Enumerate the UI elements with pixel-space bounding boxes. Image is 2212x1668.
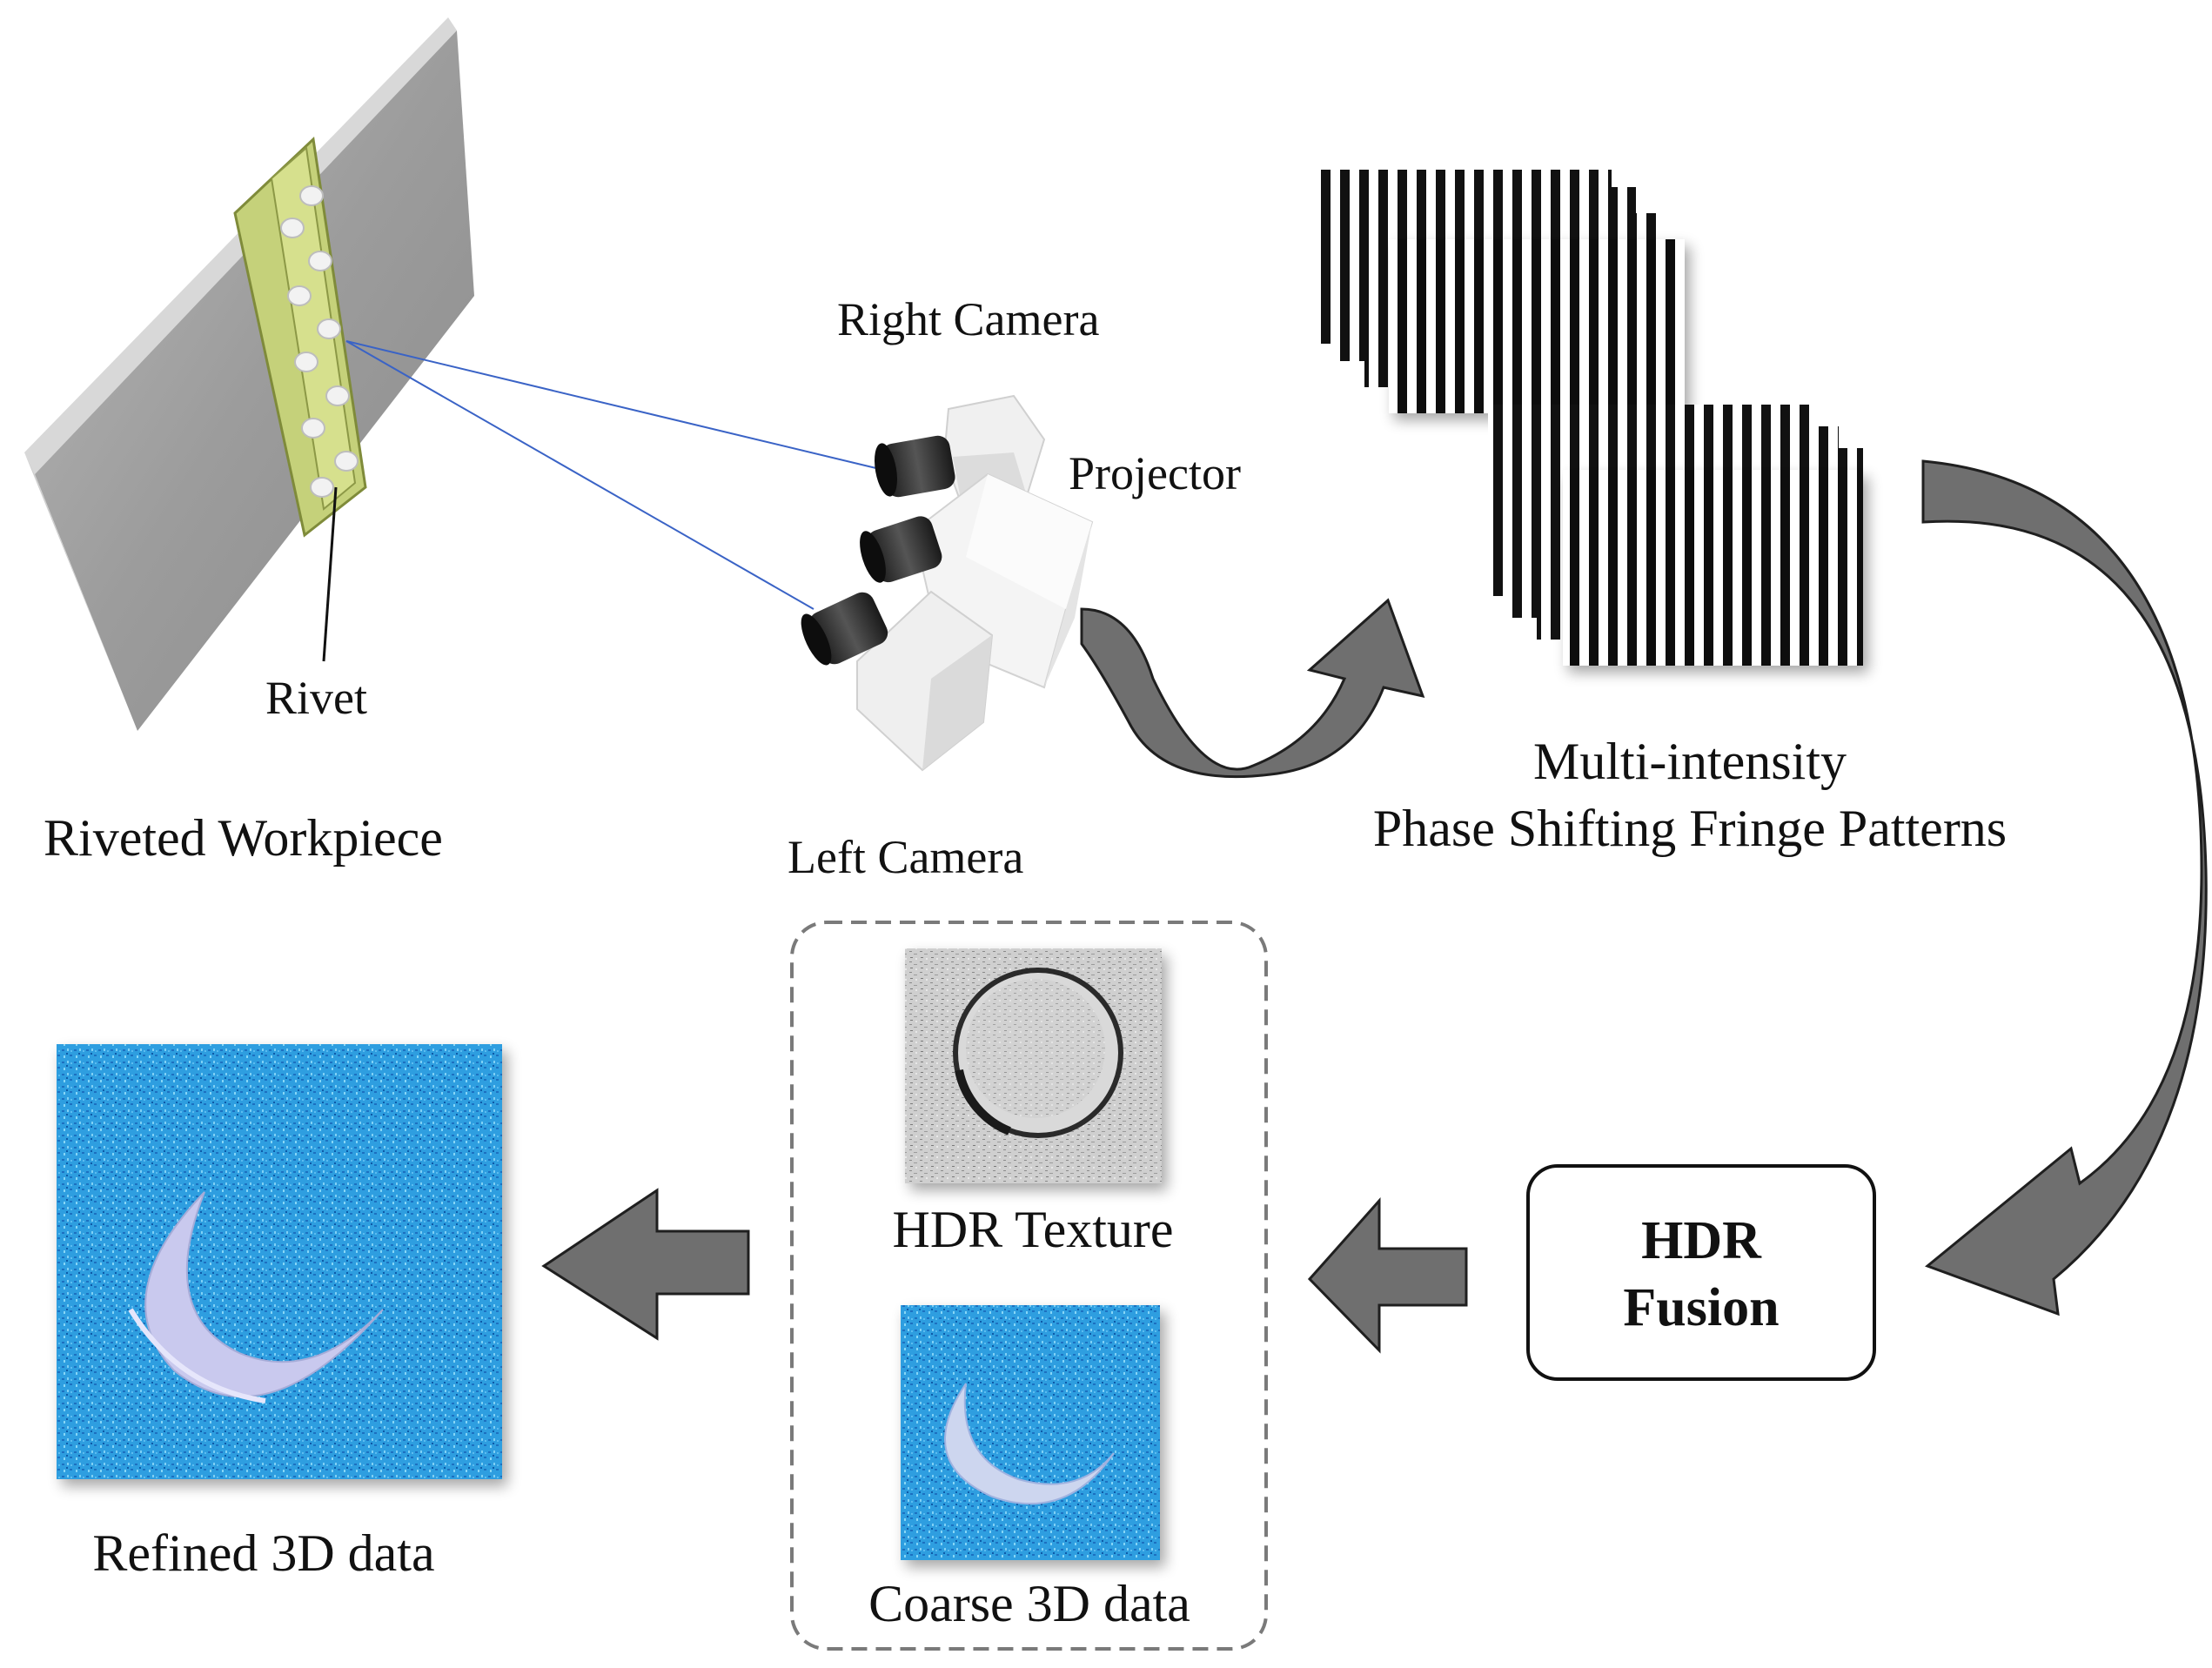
laser-line-left: [345, 340, 814, 610]
coarse-3d-label: Coarse 3D data: [868, 1575, 1190, 1632]
laser-line-right: [345, 340, 884, 471]
hdr-fusion-label-line1: HDR: [1641, 1211, 1761, 1270]
coarse-point-cloud-icon: [901, 1305, 1160, 1560]
right-camera-label: Right Camera: [837, 293, 1100, 345]
fringe-stack-top: [1316, 170, 1685, 413]
fringe-stack-bottom: [1488, 405, 1863, 666]
arrow-results-to-refined: [541, 1188, 750, 1341]
arrow-fusion-to-results: [1307, 1197, 1468, 1354]
plate-front: [35, 30, 474, 731]
curved-arrow-to-patterns: [1080, 598, 1425, 779]
hdr-fusion-box: [1526, 1164, 1876, 1381]
hdr-texture-label: HDR Texture: [892, 1201, 1174, 1258]
rivet-label: Rivet: [265, 672, 367, 724]
refined-3d-label: Refined 3D data: [92, 1524, 435, 1582]
results-container: [790, 921, 1268, 1651]
camera-projector-icon: [801, 394, 1094, 772]
left-camera-lens: [801, 592, 888, 666]
right-camera-lens: [875, 435, 955, 498]
fringe-pattern-icon: [1316, 170, 1863, 666]
rivet-heads: [280, 185, 359, 498]
hdr-fusion-label-line2: Fusion: [1623, 1278, 1780, 1337]
workpiece-icon: [24, 17, 474, 731]
projector-lens: [860, 516, 942, 583]
left-camera-label: Left Camera: [788, 831, 1024, 883]
point-cloud-icon: [57, 1044, 502, 1479]
riveted-workpiece-label: Riveted Workpiece: [44, 809, 443, 867]
texture-image-icon: [905, 948, 1162, 1183]
plate-side: [24, 17, 457, 474]
patterns-label-line1: Multi-intensity: [1533, 733, 1847, 790]
patterns-label-line2: Phase Shifting Fringe Patterns: [1372, 800, 2008, 857]
rivet-pointer: [322, 486, 338, 662]
projector-label: Projector: [1069, 447, 1241, 499]
curved-arrow-to-fusion: [1921, 459, 2208, 1316]
